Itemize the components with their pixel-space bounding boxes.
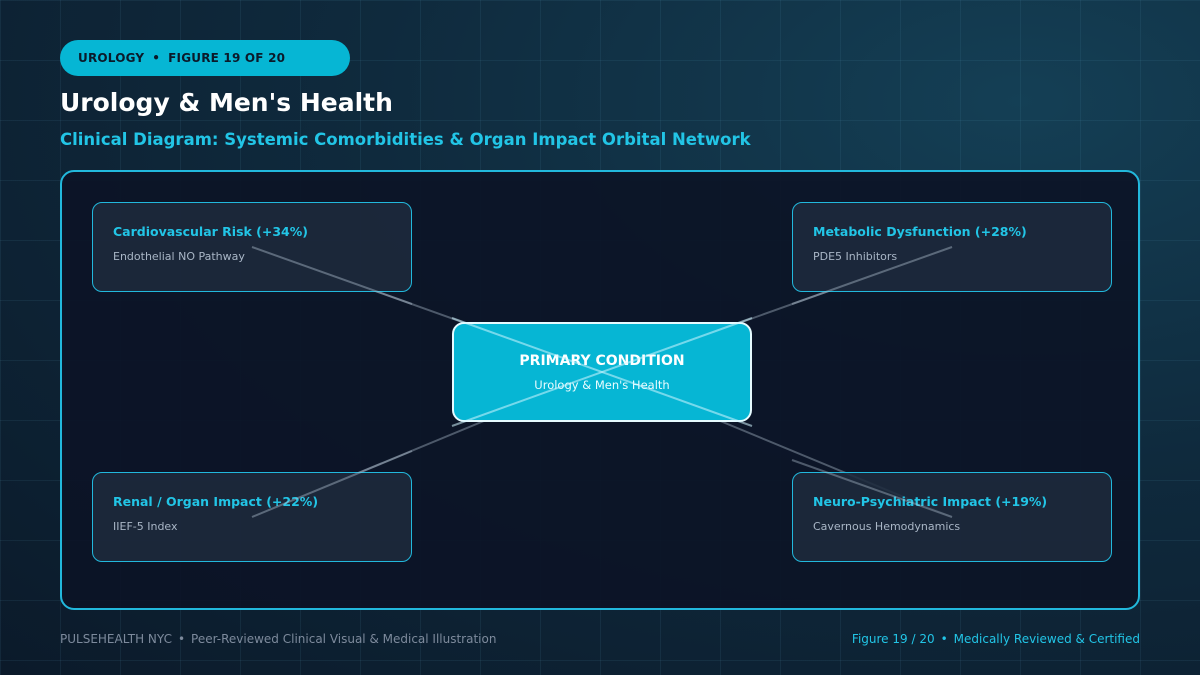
node-renal-organ-impact[interactable]: Renal / Organ Impact (+22%) IIEF-5 Index — [92, 472, 412, 562]
footer-separator: • — [177, 632, 186, 646]
footer-brand: PULSEHEALTH NYC — [60, 632, 172, 646]
node-cardiovascular-risk[interactable]: Cardiovascular Risk (+34%) Endothelial N… — [92, 202, 412, 292]
primary-condition-node[interactable]: PRIMARY CONDITION Urology & Men's Health — [452, 322, 752, 422]
node-subtitle: Endothelial NO Pathway — [113, 250, 245, 263]
figure-label: FIGURE 19 OF 20 — [168, 51, 286, 65]
figure-badge: UROLOGY • FIGURE 19 OF 20 — [60, 40, 350, 76]
footer-certification: Medically Reviewed & Certified — [953, 632, 1140, 646]
page-subtitle: Clinical Diagram: Systemic Comorbidities… — [60, 130, 751, 149]
node-subtitle: IIEF-5 Index — [113, 520, 178, 533]
primary-condition-subtitle: Urology & Men's Health — [534, 377, 670, 392]
node-title: Cardiovascular Risk (+34%) — [113, 224, 308, 239]
node-subtitle: Cavernous Hemodynamics — [813, 520, 961, 533]
primary-condition-title: PRIMARY CONDITION — [519, 352, 685, 369]
footer-figure: Figure 19 / 20 — [851, 632, 935, 646]
node-title: Renal / Organ Impact (+22%) — [113, 494, 319, 509]
node-neuro-psychiatric-impact[interactable]: Neuro-Psychiatric Impact (+19%) Cavernou… — [792, 472, 1112, 562]
orbital-diagram-panel: PRIMARY CONDITION Urology & Men's Health… — [60, 170, 1140, 610]
footer-separator: • — [940, 632, 948, 646]
node-title: Metabolic Dysfunction (+28%) — [813, 224, 1027, 239]
separator-dot: • — [152, 51, 161, 65]
footer-left: PULSEHEALTH NYC • Peer-Reviewed Clinical V… — [60, 632, 496, 646]
category-label: UROLOGY — [78, 51, 145, 65]
footer-tagline: Peer-Reviewed Clinical Visual & Medical … — [191, 632, 497, 646]
node-title: Neuro-Psychiatric Impact (+19%) — [813, 494, 1048, 509]
footer-right: Figure 19 / 20 • Medically Reviewed & Cert… — [852, 632, 1140, 646]
page-title: Urology & Men's Health — [60, 88, 393, 117]
node-metabolic-dysfunction[interactable]: Metabolic Dysfunction (+28%) PDE5 Inhibi… — [792, 202, 1112, 292]
node-subtitle: PDE5 Inhibitors — [813, 250, 898, 263]
